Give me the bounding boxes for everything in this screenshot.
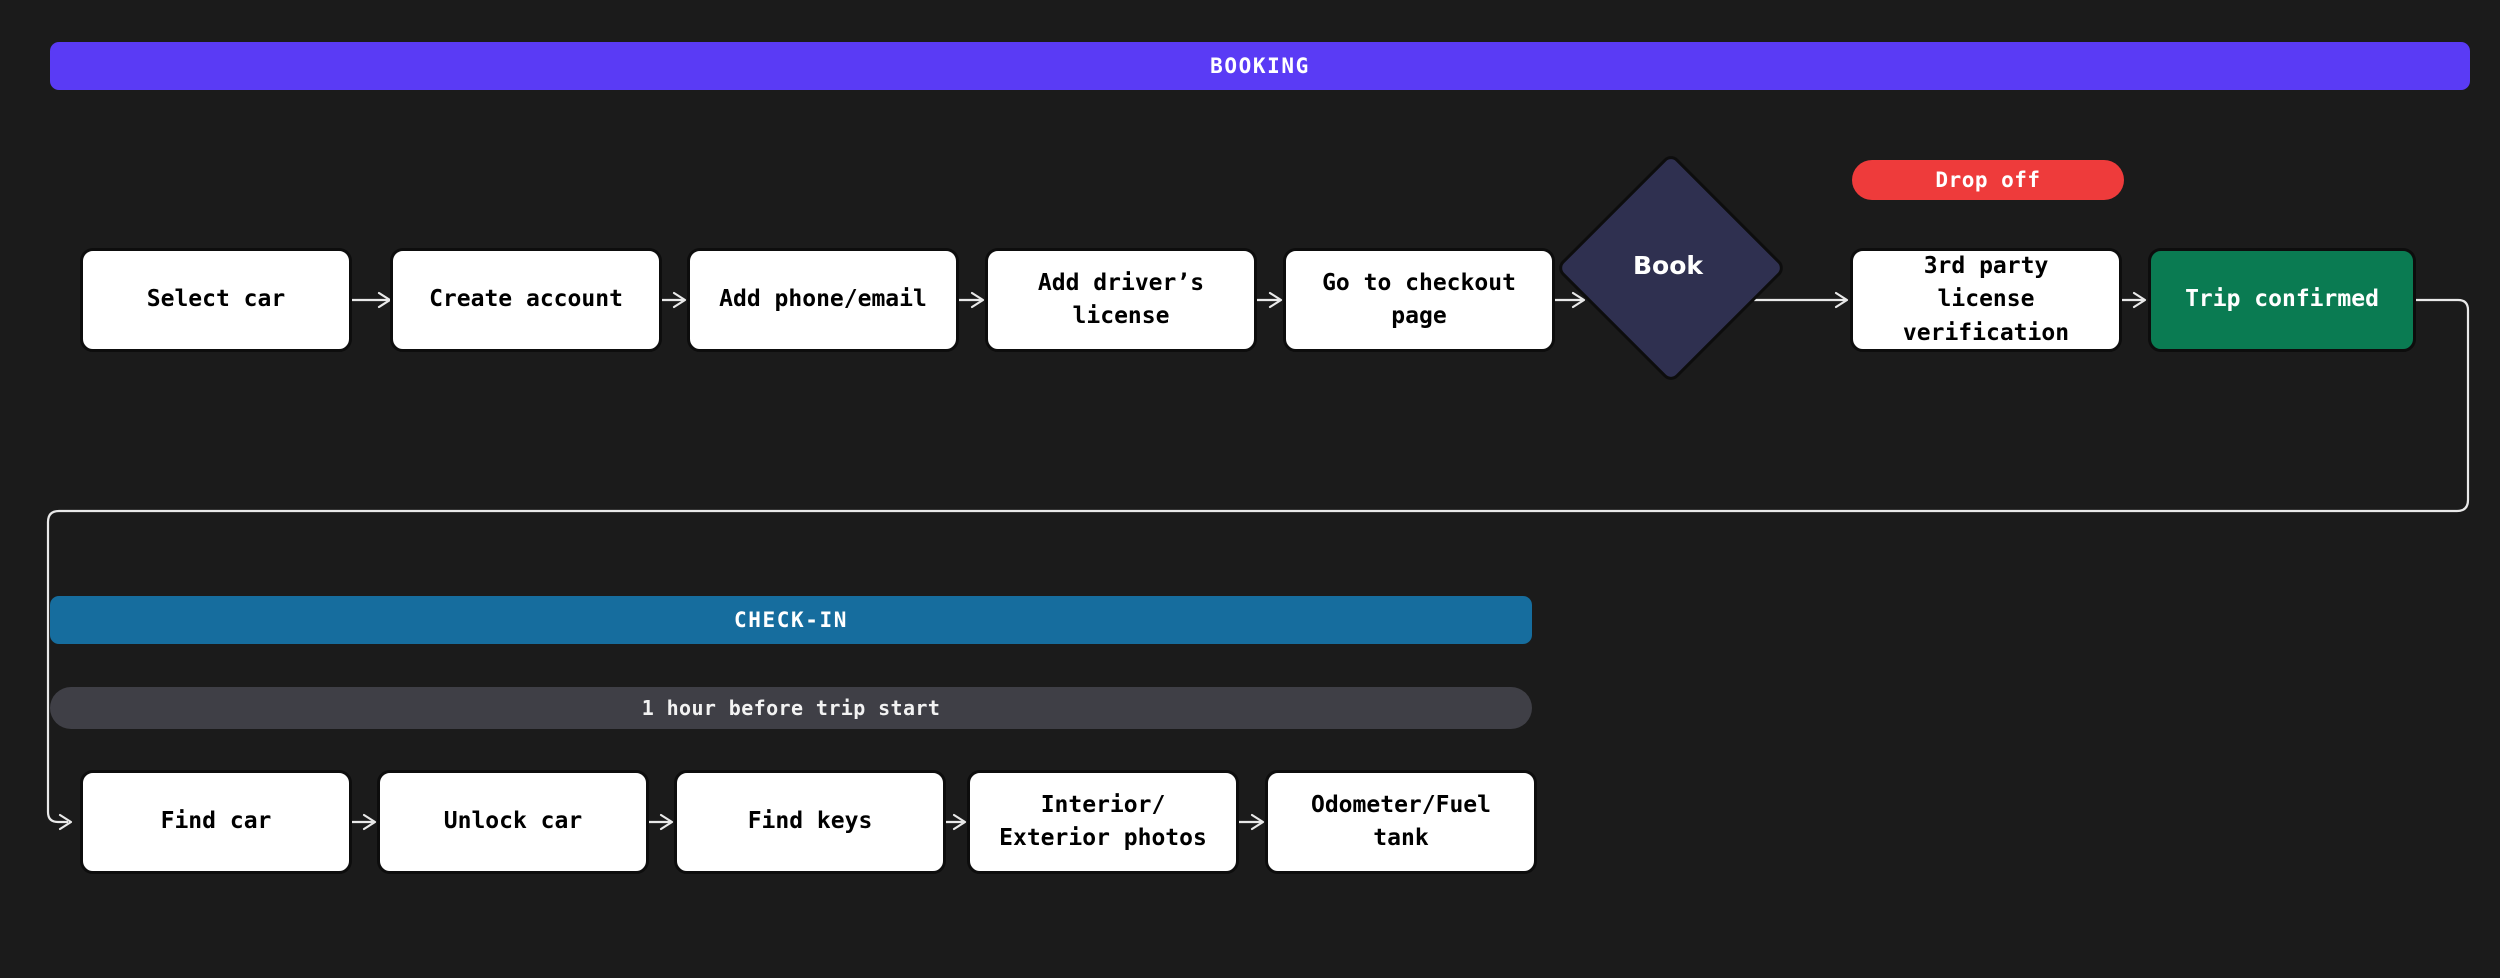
node-create-account[interactable]: Create account: [390, 248, 662, 352]
node-go-to-checkout-page-label-line1: Go to checkout: [1322, 269, 1516, 296]
node-third-party-label-line2: license: [1937, 286, 2035, 313]
node-third-party-label-line3: verification: [1902, 319, 2070, 346]
node-third-party-label-line1: 3rd party: [1923, 252, 2049, 279]
node-select-car[interactable]: Select car: [80, 248, 352, 352]
node-add-drivers-license-label-line2: license: [1072, 303, 1170, 329]
node-trip-confirmed[interactable]: Trip confirmed: [2148, 248, 2416, 352]
node-third-party-license-verification[interactable]: 3rd party license verification: [1850, 248, 2122, 352]
arrow-select-car-to-create-account: [352, 291, 392, 309]
node-unlock-car[interactable]: Unlock car: [377, 770, 649, 874]
arrow-add-phone-email-to-add-drivers-license: [955, 291, 985, 309]
node-interior-exterior-label-line2: Exterior photos: [999, 825, 1207, 851]
booking-section-banner: BOOKING: [50, 42, 2470, 90]
node-find-car-label: Find car: [160, 808, 272, 835]
node-unlock-car-label: Unlock car: [443, 808, 583, 835]
node-find-keys-label: Find keys: [747, 808, 873, 835]
node-add-drivers-license-label-line1: Add driver’s: [1037, 269, 1205, 296]
drop-off-badge-label: Drop off: [1935, 168, 2041, 192]
node-interior-exterior-photos[interactable]: Interior/ Exterior photos: [967, 770, 1239, 874]
arrow-third-party-to-trip-confirmed: [2122, 291, 2147, 309]
node-go-to-checkout-page-label-line2: page: [1391, 303, 1447, 329]
checkin-timing-label: 1 hour before trip start: [641, 696, 941, 720]
node-add-phone-email-label: Add phone/email: [719, 286, 927, 313]
node-interior-exterior-label-line1: Interior/: [1040, 791, 1166, 818]
node-book-diamond[interactable]: [1555, 152, 1787, 384]
checkin-timing-bar: 1 hour before trip start: [50, 687, 1532, 729]
node-add-drivers-license[interactable]: Add driver’s license: [985, 248, 1257, 352]
node-trip-confirmed-label: Trip confirmed: [2185, 286, 2379, 313]
node-create-account-label: Create account: [429, 286, 623, 313]
booking-banner-label: BOOKING: [1210, 54, 1310, 78]
arrow-create-account-to-add-phone-email: [662, 291, 687, 309]
node-odometer-fuel-label-line2: tank: [1373, 825, 1429, 851]
arrow-add-drivers-license-to-go-to-checkout: [1253, 291, 1283, 309]
drop-off-badge: Drop off: [1852, 160, 2124, 200]
arrow-book-to-third-party: [1754, 291, 1849, 309]
wrap-arrow-trip-confirmed-to-find-car: [46, 298, 2470, 831]
node-go-to-checkout-page[interactable]: Go to checkout page: [1283, 248, 1555, 352]
node-odometer-fuel-tank[interactable]: Odometer/Fuel tank: [1265, 770, 1537, 874]
arrow-find-car-to-unlock-car: [352, 813, 377, 831]
arrow-interior-exterior-to-odometer-fuel: [1235, 813, 1265, 831]
node-find-keys[interactable]: Find keys: [674, 770, 946, 874]
checkin-banner-label: CHECK-IN: [734, 608, 848, 632]
node-add-phone-email[interactable]: Add phone/email: [687, 248, 959, 352]
node-select-car-label: Select car: [146, 286, 286, 313]
node-odometer-fuel-label-line1: Odometer/Fuel: [1310, 791, 1491, 818]
node-find-car[interactable]: Find car: [80, 770, 352, 874]
checkin-section-banner: CHECK-IN: [50, 596, 1532, 644]
